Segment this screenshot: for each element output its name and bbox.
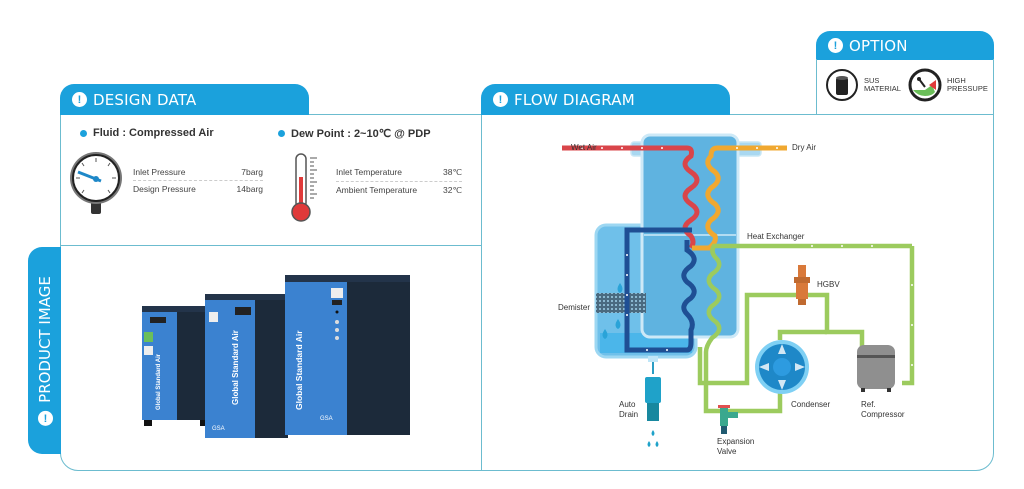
dryer-unit-medium: Global Standard Air GSA	[205, 294, 288, 438]
dew-point-title: Dew Point : 2~10℃ @ PDP	[278, 127, 431, 140]
spec-value: 7barg	[241, 167, 263, 177]
info-icon: !	[72, 92, 87, 107]
option-label-line1: HIGH	[947, 75, 966, 85]
option-title: OPTION	[849, 36, 908, 55]
high-pressure-icon	[908, 68, 942, 102]
spec-value: 38℃	[442, 167, 462, 177]
auto-drain-label-line2: Drain	[619, 410, 639, 419]
info-icon: !	[493, 92, 508, 107]
panel-divider-horizontal	[60, 245, 481, 247]
spec-row: Ambient Temperature 32℃	[336, 182, 462, 199]
dew-point-title-text: Dew Point : 2~10℃ @ PDP	[291, 128, 431, 140]
auto-drain-icon	[645, 356, 661, 447]
thermometer-icon	[291, 153, 317, 222]
expansion-valve-icon	[718, 405, 738, 434]
info-icon: !	[37, 410, 52, 426]
demister-mesh	[596, 293, 646, 313]
spec-label: Inlet Temperature	[336, 167, 402, 177]
design-data-title: DESIGN DATA	[93, 90, 197, 109]
option-label-line1: SUS	[864, 75, 880, 85]
flow-diagram-tab: ! FLOW DIAGRAM	[481, 84, 730, 115]
option-label-line2: PRESSUPE	[947, 84, 988, 93]
heat-exchanger-label: Heat Exchanger	[747, 232, 805, 241]
option-sus-material: SUS MATERIAL	[825, 68, 901, 102]
water-droplets	[602, 283, 623, 339]
dryer-unit-large: Global Standard Air GSA	[285, 275, 410, 435]
sus-material-icon	[826, 69, 858, 101]
hgbv-label: HGBV	[817, 280, 840, 289]
expansion-valve-label: Expansion Valve	[717, 437, 754, 457]
spec-row: Design Pressure 14barg	[133, 181, 263, 197]
product-image-tab: ! PRODUCT IMAGE	[28, 247, 61, 454]
design-data-tab: ! DESIGN DATA	[60, 84, 309, 115]
spec-row: Inlet Temperature 38℃	[336, 164, 462, 182]
spec-label: Inlet Pressure	[133, 167, 186, 177]
expansion-valve-label-line1: Expansion	[717, 437, 755, 446]
expansion-valve-label-line2: Valve	[717, 447, 737, 456]
hgbv-valve-icon	[794, 265, 810, 305]
auto-drain-label-line1: Auto	[619, 400, 636, 409]
option-label-line2: MATERIAL	[864, 84, 901, 93]
wet-air-label: Wet Air	[571, 143, 597, 152]
brand-logo: GSA	[212, 426, 225, 432]
temperature-specs: Inlet Temperature 38℃ Ambient Temperatur…	[336, 164, 462, 199]
spec-label: Ambient Temperature	[336, 185, 418, 195]
product-image: Global Standard Air Global Standard Air …	[142, 275, 410, 438]
bullet-icon	[80, 129, 87, 137]
condenser-fan-icon	[755, 340, 809, 394]
refrigerant-lines	[697, 243, 915, 414]
spec-value: 14barg	[236, 184, 263, 194]
product-image-title: PRODUCT IMAGE	[35, 275, 54, 403]
info-icon: !	[828, 38, 843, 53]
fluid-title: Fluid : Compressed Air	[80, 127, 214, 139]
option-tab: ! OPTION	[816, 31, 994, 60]
brand-logo: GSA	[320, 416, 333, 422]
flow-diagram	[562, 133, 915, 447]
ref-compressor-label-line1: Ref.	[861, 400, 876, 409]
spec-label: Design Pressure	[133, 184, 196, 194]
brand-text: Global Standard Air	[231, 330, 240, 405]
fluid-specs: Inlet Pressure 7barg Design Pressure 14b…	[133, 164, 263, 197]
brand-text: Global Standard Air	[294, 330, 304, 410]
dryer-unit-small: Global Standard Air	[142, 306, 210, 426]
flow-dots	[581, 147, 913, 366]
dry-air-label: Dry Air	[792, 143, 816, 152]
spec-row: Inlet Pressure 7barg	[133, 164, 263, 181]
ref-compressor-icon	[857, 345, 895, 392]
condenser-label: Condenser	[791, 400, 831, 409]
brand-text: Global Standard Air	[156, 353, 162, 410]
auto-drain-label: Auto Drain	[619, 400, 638, 420]
option-high-pressure: HIGH PRESSUPE	[908, 68, 988, 102]
spec-value: 32℃	[442, 185, 462, 195]
bullet-icon	[278, 130, 285, 137]
demister-label: Demister	[558, 303, 591, 312]
pressure-gauge-icon	[70, 152, 122, 214]
wet-air-line	[562, 145, 700, 250]
ref-compressor-label-line2: Compressor	[861, 410, 905, 419]
fluid-title-text: Fluid : Compressed Air	[93, 127, 214, 139]
flow-diagram-title: FLOW DIAGRAM	[514, 90, 635, 109]
ref-compressor-label: Ref. Compressor	[861, 400, 905, 420]
dry-air-line	[692, 145, 787, 251]
cold-air-line	[624, 227, 697, 353]
option-box: SUS MATERIAL HIGH PRESSUPE	[816, 59, 994, 115]
panel-divider-vertical	[481, 114, 483, 471]
